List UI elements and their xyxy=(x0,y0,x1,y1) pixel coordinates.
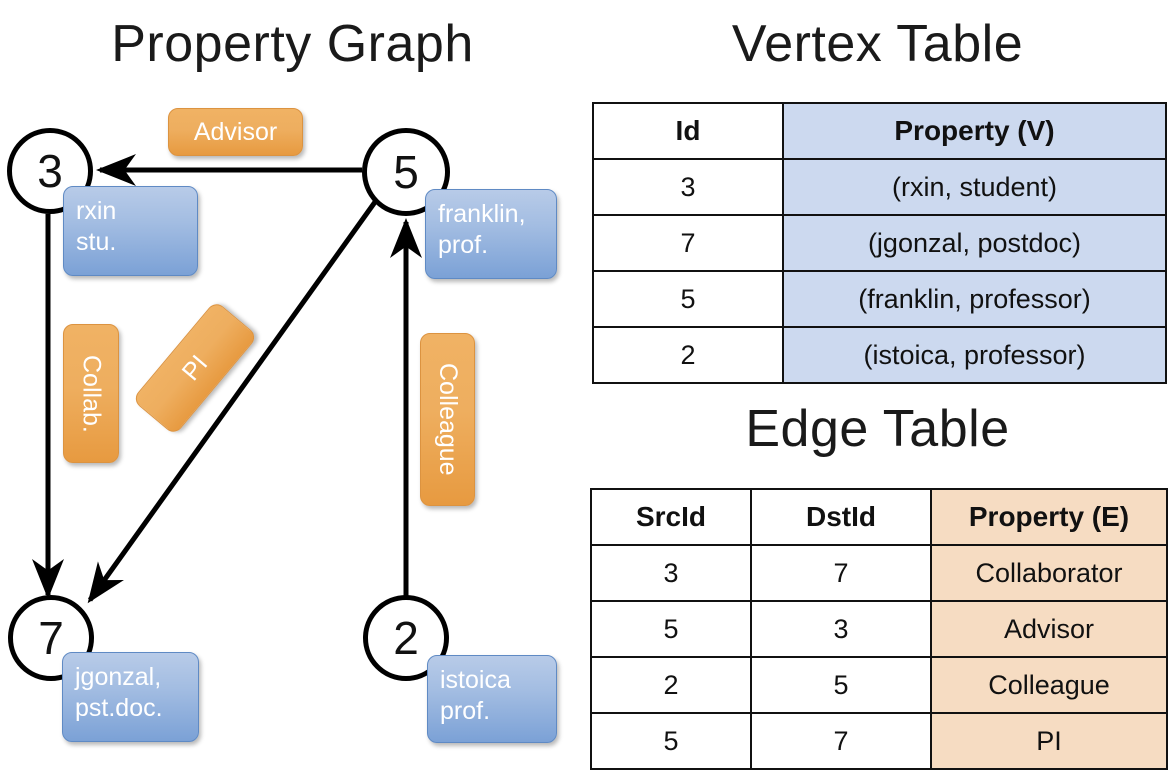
vertex-cell-id: 2 xyxy=(592,326,784,384)
vertex-table-header-property: Property (V) xyxy=(782,102,1167,160)
page-title-property-graph: Property Graph xyxy=(111,15,474,73)
edge-cell-property: Colleague xyxy=(930,656,1168,714)
table-row[interactable]: 5 (franklin, professor) xyxy=(592,270,1167,328)
graph-node-5-property-box[interactable]: franklin, prof. xyxy=(425,189,557,279)
edge-cell-dstid: 7 xyxy=(750,544,932,602)
graph-node-5-label: 5 xyxy=(393,146,419,198)
edge-cell-srcid: 5 xyxy=(590,712,752,770)
edge-label-advisor[interactable]: Advisor xyxy=(168,108,303,156)
page-title-vertex-table: Vertex Table xyxy=(731,15,1024,73)
edge-table: SrcId DstId Property (E) 3 7 Collaborato… xyxy=(590,488,1168,770)
edge-cell-property: Collaborator xyxy=(930,544,1168,602)
vertex-table-header-row: Id Property (V) xyxy=(592,102,1167,160)
edge-table-header-row: SrcId DstId Property (E) xyxy=(590,488,1168,546)
graph-node-5[interactable]: 5 xyxy=(362,128,450,216)
edge-cell-property: PI xyxy=(930,712,1168,770)
edge-table-header-dstid: DstId xyxy=(750,488,932,546)
graph-node-2-label: 2 xyxy=(393,612,419,664)
edge-cell-srcid: 3 xyxy=(590,544,752,602)
table-row[interactable]: 5 3 Advisor xyxy=(590,600,1168,658)
edge-label-colleague[interactable]: Colleague xyxy=(420,333,475,506)
vertex-cell-id: 5 xyxy=(592,270,784,328)
table-row[interactable]: 7 (jgonzal, postdoc) xyxy=(592,214,1167,272)
property-graph-diagram: 3 5 7 2 rxin stu. franklin, prof. jgonza… xyxy=(0,0,585,760)
table-row[interactable]: 5 7 PI xyxy=(590,712,1168,770)
vertex-table-header-id: Id xyxy=(592,102,784,160)
graph-node-2-property-box[interactable]: istoica prof. xyxy=(427,655,557,743)
edge-cell-dstid: 3 xyxy=(750,600,932,658)
graph-node-7-property-box[interactable]: jgonzal, pst.doc. xyxy=(62,652,199,742)
graph-node-3-property-box[interactable]: rxin stu. xyxy=(63,186,198,276)
edge-cell-property: Advisor xyxy=(930,600,1168,658)
vertex-table: Id Property (V) 3 (rxin, student) 7 (jgo… xyxy=(592,102,1167,384)
graph-edges-svg xyxy=(32,154,422,612)
table-row[interactable]: 2 5 Colleague xyxy=(590,656,1168,714)
vertex-cell-id: 3 xyxy=(592,158,784,216)
graph-node-7-label: 7 xyxy=(38,612,64,664)
edge-cell-dstid: 7 xyxy=(750,712,932,770)
edge-table-header-property: Property (E) xyxy=(930,488,1168,546)
table-row[interactable]: 2 (istoica, professor) xyxy=(592,326,1167,384)
vertex-cell-id: 7 xyxy=(592,214,784,272)
graph-node-2[interactable]: 2 xyxy=(363,595,449,681)
edge-label-collab[interactable]: Collab. xyxy=(63,324,119,463)
edge-cell-srcid: 5 xyxy=(590,600,752,658)
graph-node-3-label: 3 xyxy=(37,145,63,197)
vertex-cell-property: (rxin, student) xyxy=(782,158,1167,216)
table-row[interactable]: 3 (rxin, student) xyxy=(592,158,1167,216)
vertex-cell-property: (franklin, professor) xyxy=(782,270,1167,328)
vertex-cell-property: (jgonzal, postdoc) xyxy=(782,214,1167,272)
vertex-cell-property: (istoica, professor) xyxy=(782,326,1167,384)
table-row[interactable]: 3 7 Collaborator xyxy=(590,544,1168,602)
edge-5-to-7 xyxy=(87,200,378,604)
page-title-edge-table: Edge Table xyxy=(745,400,1010,458)
edge-cell-dstid: 5 xyxy=(750,656,932,714)
edge-cell-srcid: 2 xyxy=(590,656,752,714)
edge-table-header-srcid: SrcId xyxy=(590,488,752,546)
